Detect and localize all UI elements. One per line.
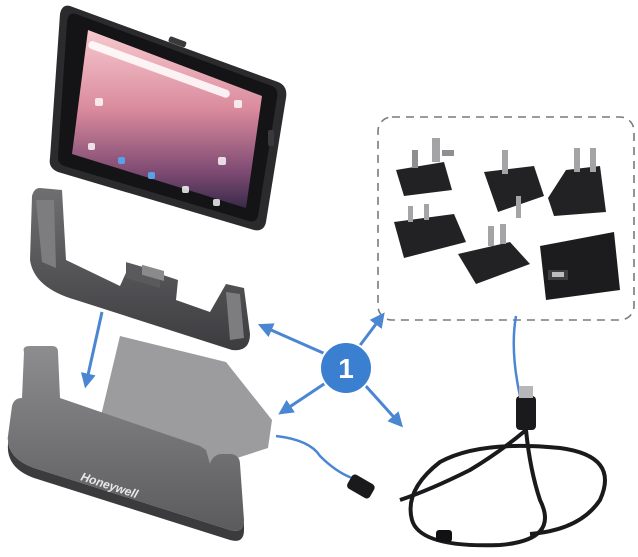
usb-cable-icon xyxy=(275,315,607,548)
arrow-to-boot xyxy=(257,323,331,358)
arrow-to-cable xyxy=(362,382,404,428)
arrow-to-adapter xyxy=(356,312,385,349)
power-adapter-icon xyxy=(377,116,635,321)
callout-badge: 1 xyxy=(319,341,373,395)
tablet-icon xyxy=(49,5,287,231)
charging-dock-icon: Honeywell xyxy=(7,336,272,541)
tablet-boot-icon xyxy=(30,188,250,351)
arrow-to-dock xyxy=(278,378,331,415)
boot-to-dock-arrow xyxy=(80,311,104,389)
callout-number: 1 xyxy=(338,353,354,384)
assembly-arrows xyxy=(80,311,404,428)
